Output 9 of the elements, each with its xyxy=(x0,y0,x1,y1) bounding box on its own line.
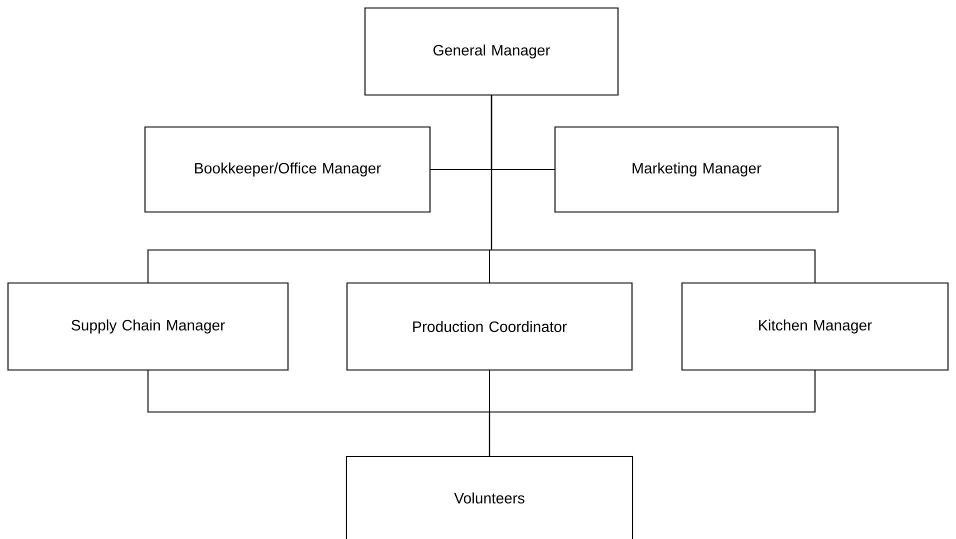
connector-line xyxy=(490,96,816,282)
org-box: General Manager xyxy=(364,7,619,96)
org-box: Kitchen Manager xyxy=(681,282,949,371)
org-box: Volunteers xyxy=(346,456,634,539)
org-box: Marketing Manager xyxy=(554,126,839,213)
connector-line xyxy=(488,370,816,456)
org-box: Bookkeeper/Office Manager xyxy=(144,126,431,213)
org-box: Production Coordinator xyxy=(346,282,633,371)
org-box: Supply Chain Manager xyxy=(7,282,289,371)
